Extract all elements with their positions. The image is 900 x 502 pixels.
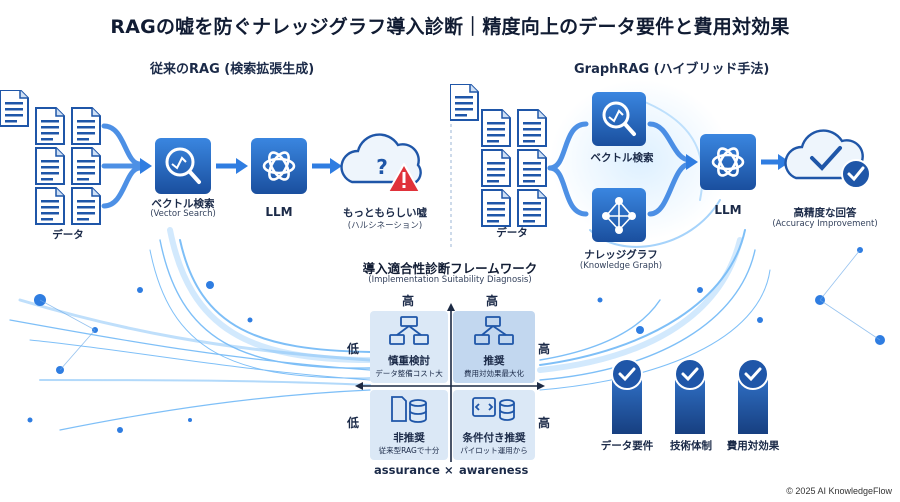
right-vector-label: ベクトル検索 [590, 152, 654, 164]
code-icon [472, 397, 515, 421]
page-title: RAGの嘘を防ぐナレッジグラフ導入診断｜精度向上のデータ要件と費用対効果 [110, 16, 790, 38]
search-icon [155, 138, 211, 194]
pillar-bars [611, 358, 769, 434]
xaxis-mid-label: × [444, 463, 454, 477]
cell-title: 条件付き推奨 [462, 432, 526, 444]
axis-low-left-upper: 低 [347, 342, 360, 356]
network-icon [389, 316, 429, 345]
framework-title: 導入適合性診断フレームワーク [362, 261, 538, 276]
left-llm-label: LLM [265, 205, 293, 219]
left-result-sub: (ハルシネーション) [347, 221, 423, 231]
quadrant-cell-conditional: 条件付き推奨 パイロット運用から [453, 390, 535, 460]
svg-text:?: ? [376, 155, 388, 179]
cell-sub: データ整備コスト大 [375, 369, 443, 378]
cloud-check-icon [784, 129, 871, 189]
quadrant-cell-recommended: 推奨 費用対効果最大化 [453, 311, 535, 383]
axis-high-top-right: 高 [486, 294, 499, 308]
check-icon [744, 367, 762, 382]
network-icon [592, 188, 646, 242]
llm-icon [700, 134, 756, 190]
axis-high-top-left: 高 [402, 294, 415, 308]
right-flow [450, 84, 871, 242]
llm-icon [251, 138, 307, 194]
bar-data-requirements [611, 358, 643, 434]
quadrant-cell-careful: 慎重検討 データ整備コスト大 [370, 311, 448, 383]
bar-label: 費用対効果 [726, 440, 780, 452]
right-result-label: 高精度な回答 [793, 207, 857, 219]
right-result-sub: (Accuracy Improvement) [772, 219, 878, 229]
right-kg-sub: (Knowledge Graph) [579, 261, 663, 271]
cell-sub: パイロット運用から [460, 446, 528, 455]
left-flow: ? [0, 90, 422, 225]
check-icon [681, 367, 699, 382]
left-result-label: もっともらしい嘘 [343, 207, 427, 219]
cell-sub: 費用対効果最大化 [464, 369, 524, 378]
xaxis-right-label: awareness [459, 463, 529, 477]
axis-low-left-lower: 低 [347, 416, 360, 430]
right-llm-label: LLM [714, 203, 742, 217]
right-heading: GraphRAG (ハイブリッド手法) [574, 62, 770, 77]
bar-cost [737, 358, 769, 434]
server-icon [391, 396, 427, 423]
right-data-label: データ [496, 227, 528, 239]
right-kg-label: ナレッジグラフ [584, 249, 658, 261]
xaxis-left-label: assurance [374, 463, 440, 477]
framework-subtitle: (Implementation Suitability Diagnosis) [368, 275, 532, 285]
search-icon [592, 92, 646, 146]
cell-title: 推奨 [483, 355, 505, 367]
warning-icon [387, 163, 421, 193]
left-vector-label: ベクトル検索 [151, 198, 215, 210]
cell-title: 慎重検討 [388, 355, 430, 367]
quadrant-cell-not-recommended: 非推奨 従来型RAGで十分 [370, 390, 448, 460]
check-icon [618, 367, 636, 382]
axis-high-right-upper: 高 [538, 342, 551, 356]
document-icon [450, 84, 479, 121]
cell-sub: 従来型RAGで十分 [378, 446, 440, 455]
axis-high-right-lower: 高 [538, 416, 551, 430]
bar-label: データ要件 [600, 440, 654, 452]
document-icon [0, 90, 29, 127]
left-vector-sub: (Vector Search) [150, 209, 216, 219]
bar-tech [674, 358, 706, 434]
left-data-label: データ [52, 229, 84, 241]
left-heading: 従来のRAG (検索拡張生成) [150, 62, 315, 77]
cell-title: 非推奨 [393, 432, 425, 444]
copyright: © 2025 AI KnowledgeFlow [786, 486, 892, 496]
network-icon [474, 316, 514, 345]
bar-label: 技術体制 [670, 440, 712, 452]
